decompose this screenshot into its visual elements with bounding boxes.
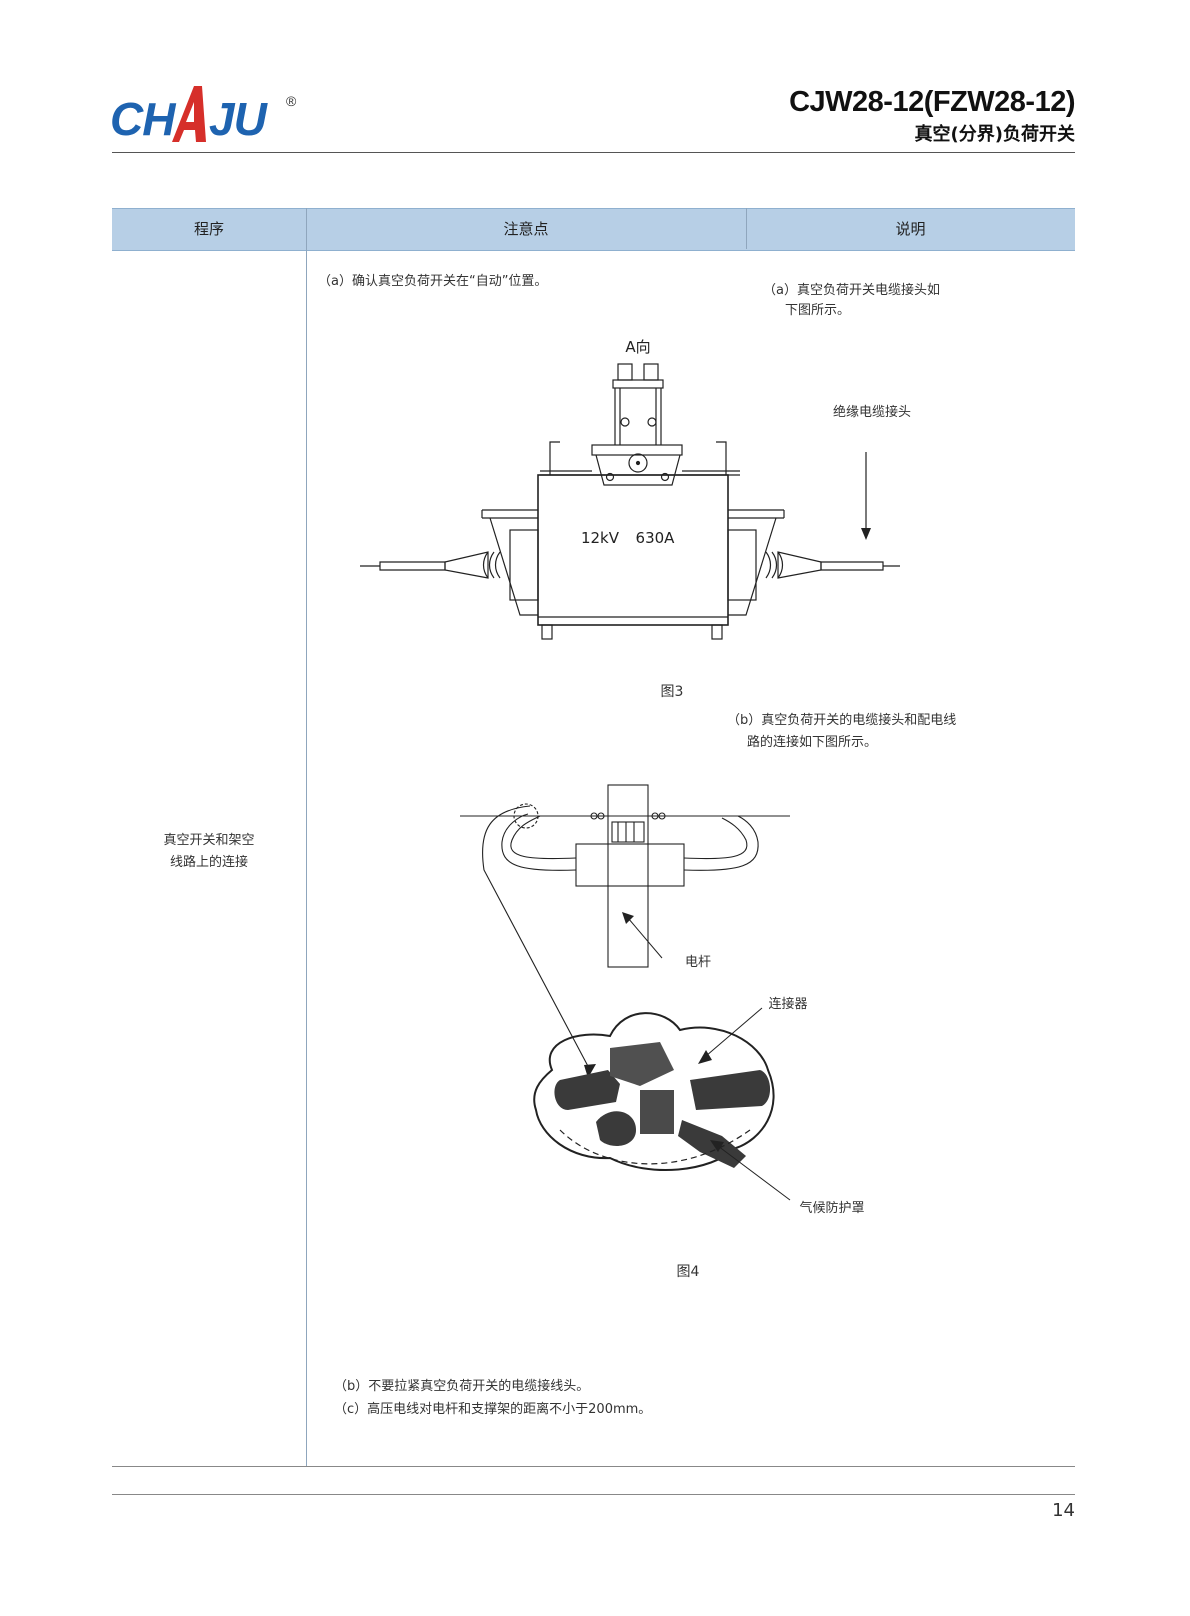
svg-text:CH: CH <box>110 93 176 145</box>
brand-logo: CH JU ® <box>110 78 320 160</box>
table-bottom-border <box>112 1466 1075 1467</box>
col-header-notes: 注意点 <box>503 220 549 238</box>
header-divider <box>112 152 1075 153</box>
figure-4-connection-diagram: 电杆 连接器 气候防护罩 图4 <box>460 784 865 1280</box>
note-b: （b）不要拉紧真空负荷开关的电缆接线头。 <box>334 1379 590 1394</box>
page-number: 14 <box>1052 1500 1075 1521</box>
table-header: 程序 注意点 说明 <box>112 208 1075 251</box>
note-c: （c）高压电线对电杆和支撑架的距离不小于200mm。 <box>334 1402 652 1417</box>
col-header-explanation: 说明 <box>895 220 926 238</box>
procedure-cell: 真空开关和架空 线路上的连接 <box>112 830 306 874</box>
cable-connector-label: 绝缘电缆接头 <box>833 404 911 420</box>
explanation-a-line2: 下图所示。 <box>785 303 851 318</box>
col-header-procedure: 程序 <box>193 220 224 238</box>
view-label: A向 <box>625 338 650 356</box>
weather-cover-label: 气候防护罩 <box>799 1200 864 1216</box>
figure-3-caption: 图3 <box>661 684 684 700</box>
column-divider <box>746 208 747 249</box>
explanation-a-line1: （a）真空负荷开关电缆接头如 <box>763 283 940 298</box>
rating-voltage: 12kV <box>581 529 620 547</box>
footer-divider <box>112 1494 1075 1495</box>
svg-text:®: ® <box>286 93 297 109</box>
connector-label: 连接器 <box>768 996 807 1012</box>
procedure-line: 真空开关和架空 <box>163 833 255 848</box>
product-name: 真空(分界)负荷开关 <box>914 124 1075 145</box>
procedure-line: 线路上的连接 <box>169 855 248 870</box>
explanation-b-line2: 路的连接如下图所示。 <box>747 735 878 750</box>
note-a: （a）确认真空负荷开关在“自动”位置。 <box>318 274 548 289</box>
weather-cover-illustration <box>533 1012 775 1172</box>
svg-text:JU: JU <box>209 93 269 145</box>
explanation-b-line1: （b）真空负荷开关的电缆接头和配电线 <box>727 713 957 728</box>
column-divider <box>306 208 307 1466</box>
pole-label: 电杆 <box>685 955 711 970</box>
rating-current: 630A <box>636 529 676 547</box>
figure-4-caption: 图4 <box>677 1264 700 1280</box>
figure-3-switch-diagram: A向 <box>360 338 911 700</box>
model-title: CJW28-12(FZW28-12) <box>789 86 1075 118</box>
